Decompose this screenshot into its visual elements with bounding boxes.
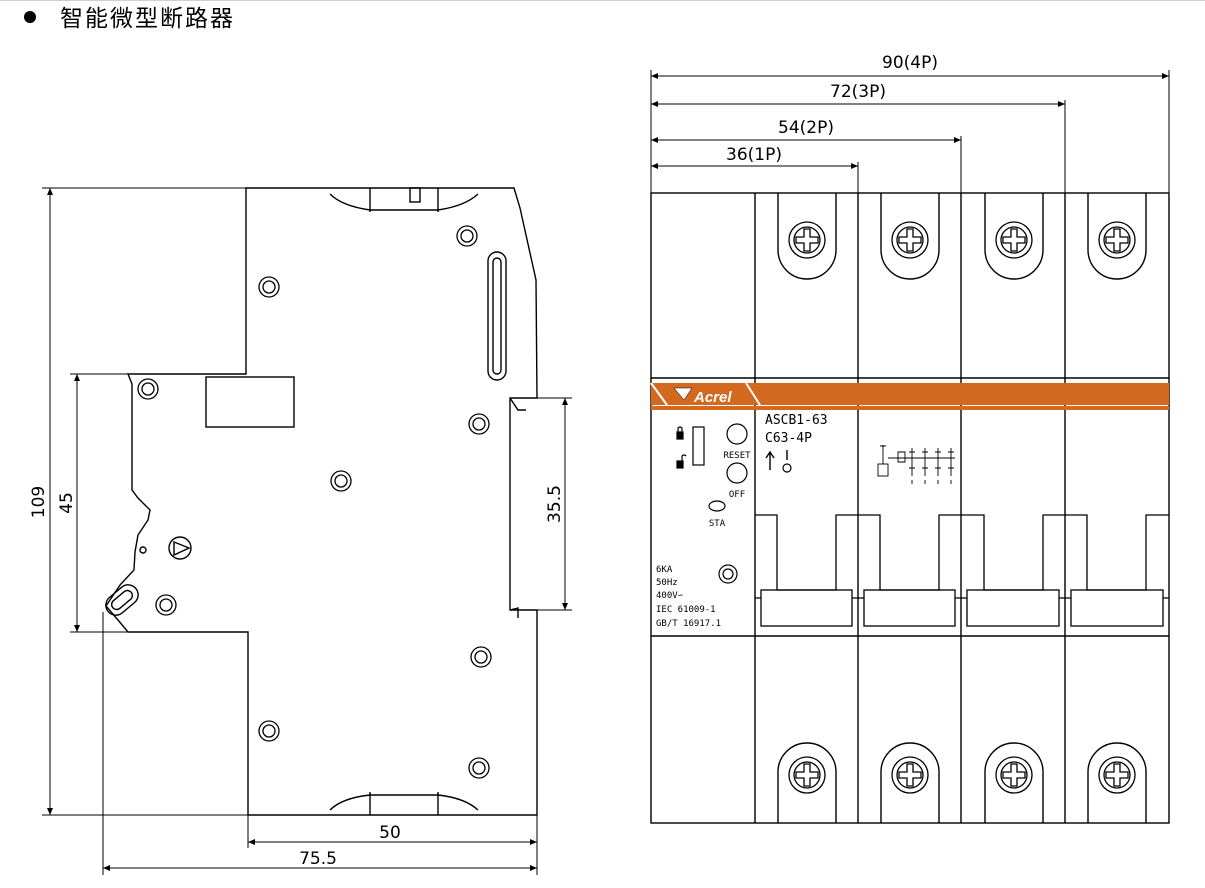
section-header: 智能微型断路器 [24, 0, 235, 32]
unlock-icon [676, 460, 684, 469]
dim-upper: 45 [57, 492, 77, 514]
dim-4p: 90(4P) [882, 53, 938, 73]
mount-hole [258, 720, 280, 742]
dim-rail: 35.5 [545, 485, 565, 523]
cert-mark-icon [718, 564, 738, 584]
lock-icon [676, 431, 684, 440]
dim-2p: 54(2P) [778, 118, 834, 138]
terminal-screw-icon [1098, 221, 1136, 259]
reset-label: RESET [723, 451, 751, 461]
dim-depth-front: 50 [379, 823, 401, 843]
mount-hole [137, 378, 159, 400]
terminal-screw-icon [1098, 756, 1136, 794]
circuit-diagram-icon [877, 445, 955, 484]
dim-height: 109 [29, 486, 49, 518]
side-body-outline [105, 187, 538, 816]
mount-hole [258, 276, 280, 298]
terminal-screw-icon [788, 756, 826, 794]
lock-slider [692, 426, 705, 466]
terminal-screw-icon [891, 221, 929, 259]
mount-hole [456, 225, 478, 247]
spec-line: 400V∽ [656, 591, 684, 601]
spec-line: 50Hz [656, 578, 678, 588]
spec-line: GB/T 16917.1 [656, 619, 721, 629]
mount-hole [330, 470, 352, 492]
top-clip [329, 193, 479, 211]
front-body-outline [650, 192, 1170, 824]
terminal-screw-icon [995, 756, 1033, 794]
control-panel [676, 423, 955, 584]
terminal-screw-icon [891, 756, 929, 794]
terminal-screw-icon [788, 221, 826, 259]
top-divider [0, 0, 1205, 1]
sta-label: STA [709, 519, 726, 529]
side-view [105, 187, 538, 816]
dim-1p: 36(1P) [726, 145, 782, 165]
dim-3p: 72(3P) [830, 82, 886, 102]
sta-indicator [708, 500, 726, 512]
bottom-clip [329, 794, 479, 811]
mount-hole [468, 413, 490, 435]
terminal-screw-icon [995, 221, 1033, 259]
off-label: OFF [729, 490, 745, 500]
bullet-icon [24, 11, 36, 23]
section-title: 智能微型断路器 [60, 6, 235, 32]
mount-hole [155, 594, 177, 616]
mount-hole [470, 646, 492, 668]
side-dimension-lines [42, 187, 572, 875]
reset-button [726, 423, 748, 445]
model-line-1: ASCB1-63 [765, 413, 828, 428]
pole-handles [755, 514, 1169, 627]
side-slot [487, 251, 507, 381]
spec-line: IEC 61009-1 [656, 605, 716, 615]
model-line-2: C63-4P [765, 431, 812, 446]
mount-hole [468, 757, 490, 779]
off-button [726, 462, 748, 484]
brand-name: Acrel [693, 389, 732, 406]
brand-logo-icon [673, 387, 693, 401]
front-view [650, 192, 1170, 824]
dim-depth-total: 75.5 [299, 849, 337, 869]
brand-band: Acrel [650, 382, 1169, 410]
spec-line: 6KA [656, 565, 673, 575]
side-label-block [205, 376, 295, 428]
front-dimension-lines [650, 70, 1170, 193]
